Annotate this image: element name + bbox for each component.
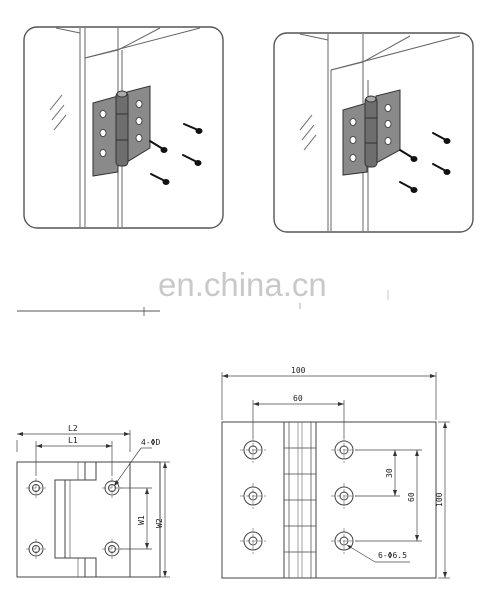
illustration-hinge-installation-right bbox=[273, 32, 474, 233]
watermark-text: en.china.cn bbox=[158, 266, 327, 303]
mounting-hole bbox=[243, 440, 354, 551]
label-hole-diameter: 4-ΦD bbox=[141, 438, 160, 447]
label-inner-width: 60 bbox=[293, 394, 303, 403]
hinge-icon bbox=[342, 89, 401, 176]
label-l1: L1 bbox=[68, 436, 78, 445]
screw-icon bbox=[149, 123, 203, 185]
label-hole-span: 60 bbox=[407, 492, 416, 502]
hinge-icon bbox=[92, 85, 151, 177]
label-hole-spec: 6-Φ6.5 bbox=[378, 551, 407, 560]
label-l2: L2 bbox=[68, 424, 78, 433]
illustration-hinge-installation-left bbox=[23, 26, 224, 229]
technical-drawing-small bbox=[16, 430, 170, 578]
mounting-hole bbox=[28, 480, 120, 557]
label-overall-width: 100 bbox=[291, 366, 306, 375]
screw-icon bbox=[399, 132, 451, 193]
dimension-arrows-small bbox=[17, 432, 167, 577]
label-w2: W2 bbox=[155, 518, 164, 528]
label-overall-height: 100 bbox=[435, 492, 444, 507]
label-hole-pitch: 30 bbox=[385, 468, 394, 478]
dimension-arrows-large bbox=[222, 374, 447, 578]
watermark-band: en.china.cn bbox=[17, 266, 389, 316]
label-w1: W1 bbox=[137, 515, 146, 525]
technical-drawing-large bbox=[221, 372, 450, 579]
